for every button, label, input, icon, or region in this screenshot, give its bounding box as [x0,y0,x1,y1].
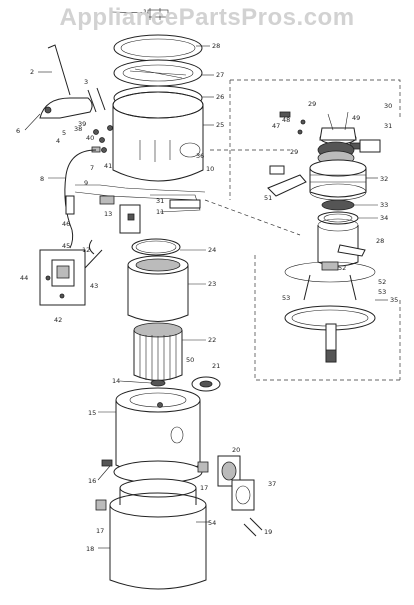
callout-28-right: 28 [376,237,384,245]
part-15-lower-canister [115,387,201,476]
part-34-gasket [317,211,359,225]
callout-25: 25 [216,121,224,129]
callout-labels: 1 2 3 4 5 6 7 8 9 10 11 12 13 14 15 16 1… [16,8,398,553]
callout-28: 28 [212,42,220,50]
callout-20: 20 [232,446,240,454]
part-27-lid [113,34,203,87]
callout-52-right: 52 [378,278,386,286]
part-17-latches [95,461,209,511]
part-18-dirt-tank [109,492,207,590]
callout-23: 23 [208,280,216,288]
leader-lines [24,11,388,549]
callout-26: 26 [216,93,224,101]
callout-32: 32 [380,175,388,183]
callout-27: 27 [216,71,224,79]
part-32-motor-housing [309,159,367,201]
callout-53: 53 [282,294,290,302]
callout-13: 13 [104,210,112,218]
callout-10: 10 [206,165,214,173]
callout-16: 16 [88,477,96,485]
part-28-52-53-mounts [284,244,376,301]
callout-35: 35 [390,296,398,304]
callout-40: 40 [86,134,94,142]
part-37-plate [231,479,255,511]
callout-2: 2 [30,68,34,76]
part-3-pins [87,87,106,113]
callout-47: 47 [272,122,280,130]
callout-34: 34 [380,214,388,222]
part-19-screws [243,517,263,537]
callout-7: 7 [90,164,94,172]
callout-18: 18 [86,545,94,553]
callout-54: 54 [208,519,216,527]
part-51-bracket [267,174,307,197]
callout-39: 39 [78,120,86,128]
callout-11: 11 [156,208,164,216]
callout-45: 45 [62,242,70,250]
callout-33: 33 [380,201,388,209]
callout-37: 37 [268,480,276,488]
part-22-cartridge [133,322,183,381]
callout-52: 52 [338,264,346,272]
callout-38: 38 [74,125,82,133]
callout-50: 50 [186,356,194,364]
part-20-plate [217,455,241,487]
callout-41: 41 [104,162,112,170]
part-30-brush-assembly [319,111,357,145]
part-23-filter [127,255,189,322]
wire-paths [204,79,401,381]
callout-48: 48 [282,116,290,124]
callout-12: 12 [82,246,90,254]
callout-43: 43 [90,282,98,290]
callout-46: 46 [62,220,70,228]
inset-switch-detail [39,249,103,306]
part-1-bracket [147,8,169,20]
part-2-handle [39,44,93,119]
callout-44: 44 [20,274,28,282]
part-12-clip [88,239,95,255]
callout-15: 15 [88,409,96,417]
part-8-power-cord [64,149,97,249]
callout-4: 4 [56,137,60,145]
part-31-brush [349,139,381,153]
part-14-knob [150,379,166,387]
callout-29: 29 [308,100,316,108]
callout-8: 8 [40,175,44,183]
callout-49: 49 [352,114,360,122]
parts-38-41-screws [91,125,113,153]
part-33-fan [321,199,355,211]
callout-5: 5 [62,129,66,137]
callout-17-lower: 17 [96,527,104,535]
callout-51: 51 [264,194,272,202]
part-35-base-plate [284,305,376,363]
part-16-clip [101,459,113,467]
callout-19: 19 [264,528,272,536]
callout-1: 1 [143,8,147,16]
callout-53-right: 53 [378,288,386,296]
callout-17: 17 [200,484,208,492]
callout-21: 21 [212,362,220,370]
callout-6: 6 [16,127,20,135]
callout-31: 31 [384,122,392,130]
callout-36: 36 [196,152,204,160]
wiring-harness [74,184,206,234]
part-21-inlet [191,376,221,392]
callout-31-lower: 31 [156,197,164,205]
callout-29-lower: 29 [290,148,298,156]
callout-9: 9 [84,179,88,187]
part-24-gasket [131,238,181,256]
callout-22: 22 [208,336,216,344]
callout-3: 3 [84,78,88,86]
parts-29-47-48-connectors [269,111,306,175]
callout-14: 14 [112,377,120,385]
motor-body [317,218,359,267]
part-25-upper-canister [112,91,204,182]
callout-42: 42 [54,316,62,324]
callout-30: 30 [384,102,392,110]
callout-24: 24 [208,246,216,254]
